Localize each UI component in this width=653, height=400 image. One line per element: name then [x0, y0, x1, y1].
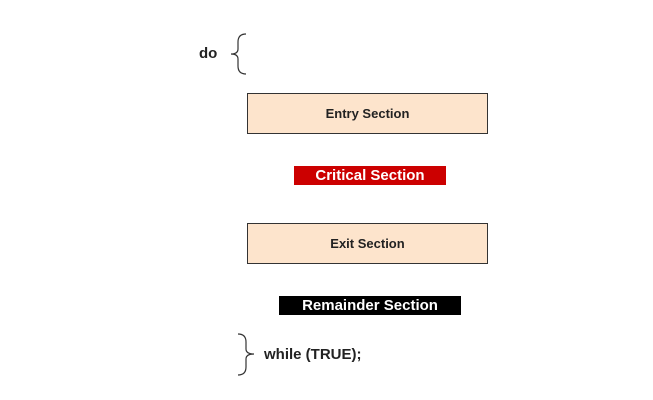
critical-section-label: Critical Section	[294, 166, 446, 185]
entry-section-box: Entry Section	[247, 93, 488, 134]
close-curly-brace-icon	[237, 333, 255, 376]
exit-section-box: Exit Section	[247, 223, 488, 264]
critical-section-text: Critical Section	[315, 167, 425, 184]
open-curly-brace-icon	[230, 33, 247, 75]
exit-section-label: Exit Section	[330, 236, 405, 251]
entry-section-label: Entry Section	[325, 106, 410, 121]
do-keyword: do	[199, 45, 218, 62]
while-statement: while (TRUE);	[264, 346, 362, 363]
remainder-section-text: Remainder Section	[302, 297, 438, 314]
remainder-section-label: Remainder Section	[279, 296, 461, 315]
